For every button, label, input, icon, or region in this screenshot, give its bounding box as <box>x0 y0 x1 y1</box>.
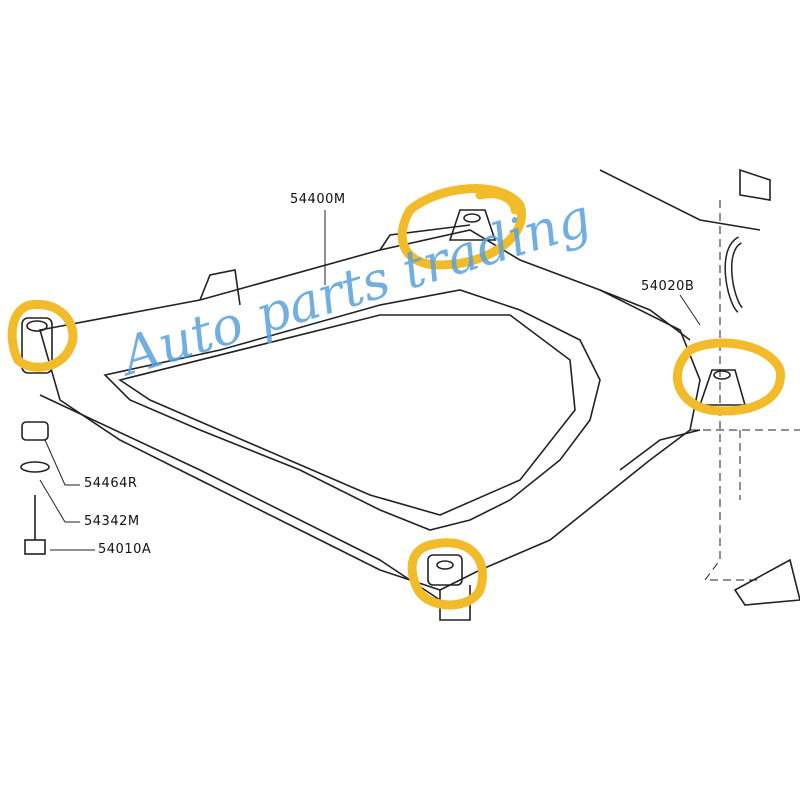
highlight-circles <box>7 184 785 610</box>
leader-lines <box>39 200 800 581</box>
part-label-54020b: 54020B <box>641 279 695 294</box>
part-label-54010a: 54010A <box>98 542 152 557</box>
subframe-outline <box>38 224 701 621</box>
bushings <box>20 209 747 586</box>
part-label-54464r: 54464R <box>84 476 138 491</box>
stabilizer-bar <box>599 168 800 606</box>
part-label-54342m: 54342M <box>84 514 140 529</box>
part-label-54400m: 54400M <box>290 192 346 207</box>
